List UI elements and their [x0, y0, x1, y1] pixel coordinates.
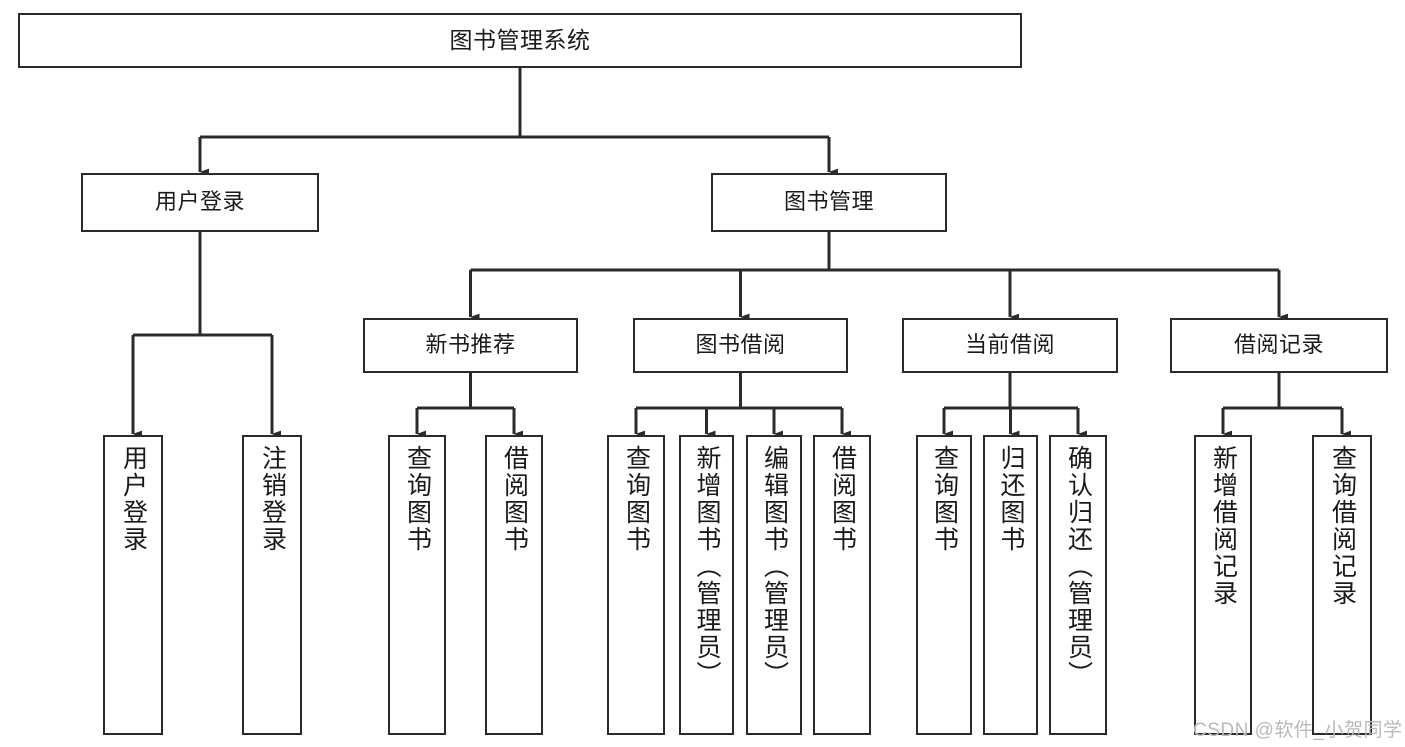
node-label-leaf-brw-add: 新增图书（管理员）	[693, 445, 721, 688]
node-leaf-cur-confirm[interactable]: 确认归还（管理员）	[1049, 435, 1107, 735]
node-label-leaf-brw-query: 查询图书	[622, 445, 651, 553]
node-leaf-brw-add[interactable]: 新增图书（管理员）	[679, 435, 734, 735]
node-label-leaf-user-login: 用户登录	[119, 445, 148, 553]
node-label-leaf-cur-confirm: 确认归还（管理员）	[1064, 445, 1093, 688]
node-label-leaf-brw-edit: 编辑图书（管理员）	[760, 445, 789, 688]
node-label-borrow-record: 借阅记录	[1233, 332, 1324, 358]
node-label-leaf-cur-return: 归还图书	[997, 445, 1025, 553]
node-label-current-borrow: 当前借阅	[964, 332, 1055, 358]
node-leaf-rec-query[interactable]: 查询图书	[388, 435, 446, 735]
node-leaf-cur-return[interactable]: 归还图书	[983, 435, 1038, 735]
node-label-leaf-rec-borrow: 借阅图书	[500, 445, 529, 553]
node-label-user-login: 用户登录	[154, 189, 245, 215]
edge-paths	[131, 68, 1352, 438]
node-leaf-brw-edit[interactable]: 编辑图书（管理员）	[746, 435, 802, 735]
node-label-book-manage: 图书管理	[783, 189, 874, 215]
node-label-leaf-cur-query: 查询图书	[930, 445, 959, 553]
node-leaf-user-logout[interactable]: 注销登录	[242, 435, 302, 735]
node-label-book-borrow: 图书借阅	[695, 332, 786, 358]
node-label-leaf-brw-borrow: 借阅图书	[828, 445, 857, 553]
node-book-manage[interactable]: 图书管理	[711, 173, 947, 232]
node-leaf-rec-search[interactable]: 查询借阅记录	[1312, 435, 1372, 735]
node-book-borrow[interactable]: 图书借阅	[633, 318, 848, 373]
node-leaf-user-login[interactable]: 用户登录	[103, 435, 163, 735]
node-current-borrow[interactable]: 当前借阅	[902, 318, 1118, 373]
node-label-leaf-user-logout: 注销登录	[258, 445, 287, 553]
node-leaf-rec-borrow[interactable]: 借阅图书	[485, 435, 543, 735]
node-new-book-rec[interactable]: 新书推荐	[363, 318, 578, 373]
node-leaf-brw-query[interactable]: 查询图书	[607, 435, 665, 735]
node-user-login[interactable]: 用户登录	[81, 173, 319, 232]
node-root[interactable]: 图书管理系统	[18, 13, 1022, 68]
node-leaf-cur-query[interactable]: 查询图书	[916, 435, 972, 735]
node-label-leaf-rec-search: 查询借阅记录	[1328, 445, 1357, 607]
node-label-leaf-rec-query: 查询图书	[403, 445, 432, 553]
node-leaf-rec-add[interactable]: 新增借阅记录	[1194, 435, 1252, 735]
node-label-leaf-rec-add: 新增借阅记录	[1209, 445, 1238, 607]
node-leaf-brw-borrow[interactable]: 借阅图书	[813, 435, 871, 735]
node-label-root: 图书管理系统	[449, 26, 591, 53]
node-label-new-book-rec: 新书推荐	[425, 332, 516, 358]
node-borrow-record[interactable]: 借阅记录	[1170, 318, 1388, 373]
csdn-watermark: CSDN @软件_小贺同学	[1193, 720, 1403, 741]
